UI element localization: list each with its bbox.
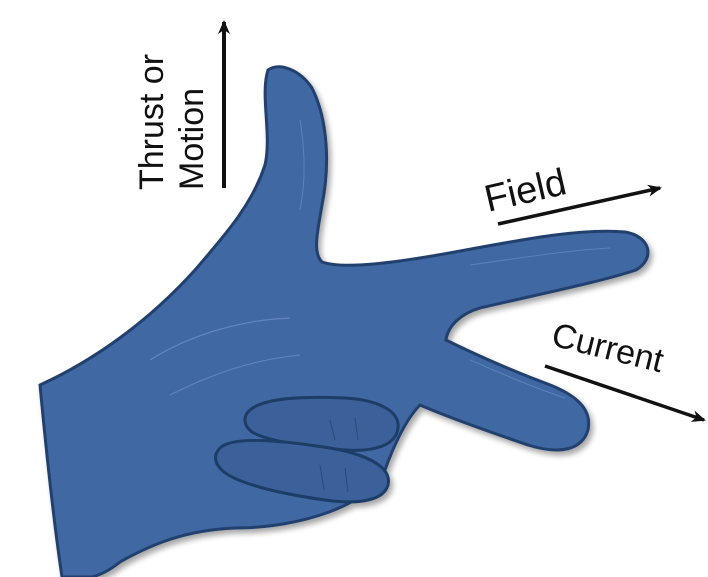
- thrust-label-line2: Motion: [173, 88, 211, 190]
- thrust-label-line1: Thrust or: [133, 54, 171, 190]
- current-label: Current: [548, 316, 668, 380]
